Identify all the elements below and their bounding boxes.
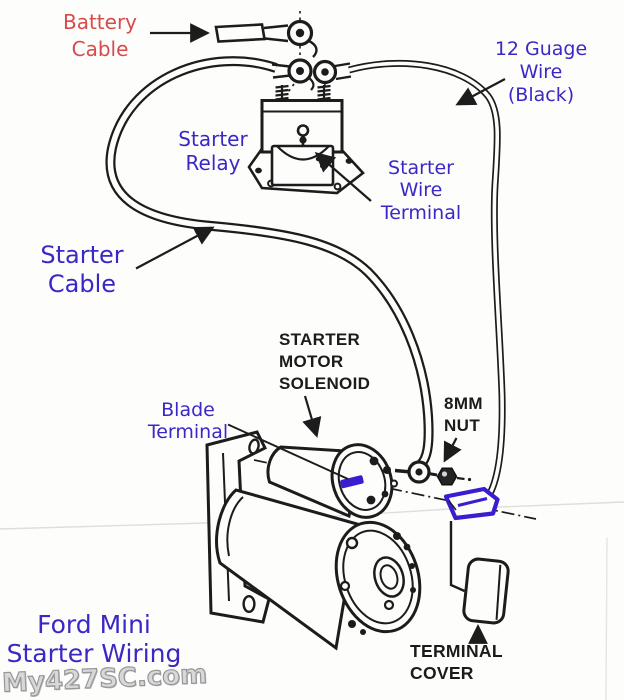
terminal-cover-drawing <box>449 521 510 625</box>
label-line: Battery <box>62 10 138 34</box>
label-12-gauge-wire: 12 Guage Wire (Black) <box>484 38 598 106</box>
title-line: Starter Wiring <box>6 638 182 668</box>
label-line: Terminal <box>147 421 229 444</box>
starter-cable-ring-terminal <box>271 58 315 91</box>
label-line: Relay <box>185 151 241 176</box>
label-starter-relay: Starter Relay <box>154 127 272 176</box>
label-line: MOTOR <box>279 352 344 372</box>
relay-center-terminal <box>296 124 310 147</box>
arrow-starter-cable <box>135 226 215 270</box>
label-line: 8MM <box>444 394 483 413</box>
label-line: Blade <box>161 399 215 421</box>
gauge-wire-end-terminal <box>407 460 438 484</box>
label-starter-motor-solenoid: STARTER MOTOR SOLENOID <box>279 329 409 395</box>
arrow-8mm-nut <box>443 437 462 463</box>
label-line: Starter <box>388 157 454 179</box>
arrow-gauge-wire <box>455 78 506 106</box>
label-line: Wire <box>519 60 563 83</box>
spade-lug-highlight <box>443 486 500 521</box>
diagram-title: Ford Mini Starter Wiring <box>2 610 186 668</box>
title-line: Ford Mini <box>37 610 151 639</box>
label-line: (Black) <box>507 83 575 106</box>
leader-blade-terminal <box>227 423 349 480</box>
nut-8mm-drawing <box>436 467 472 486</box>
motor-body <box>215 488 359 651</box>
motor-end-cap-hub <box>373 556 405 598</box>
label-line: Terminal <box>380 201 462 224</box>
label-line: 12 Guage <box>494 38 588 60</box>
label-line: Starter <box>178 127 248 151</box>
starter-cable-line <box>105 56 434 469</box>
label-starter-cable: Starter Cable <box>18 241 146 300</box>
callout-arrows <box>135 23 506 644</box>
label-line: Cable <box>71 37 129 61</box>
label-starter-wire-terminal: Starter Wire Terminal <box>363 157 479 224</box>
starter-motor-drawing <box>205 430 422 651</box>
label-line: Wire <box>399 179 443 202</box>
blade-terminal-highlight <box>340 475 364 489</box>
label-line: SOLENOID <box>279 374 371 394</box>
label-battery-cable: Battery Cable <box>40 9 160 63</box>
label-line: COVER <box>410 663 474 684</box>
label-line: NUT <box>444 415 481 435</box>
label-line: Starter <box>40 241 124 269</box>
label-8mm-nut: 8MM NUT <box>444 393 514 437</box>
label-line: Cable <box>47 270 117 299</box>
battery-cable-drawing <box>214 19 318 58</box>
gauge-wire-ring-terminal <box>312 59 352 85</box>
arrow-starter-wire-terminal <box>314 152 372 202</box>
label-terminal-cover: TERMINAL COVER <box>410 640 522 685</box>
label-line: TERMINAL <box>410 641 503 661</box>
label-line: STARTER <box>279 330 361 349</box>
label-blade-terminal: Blade Terminal <box>131 399 245 444</box>
arrow-solenoid <box>302 395 322 438</box>
